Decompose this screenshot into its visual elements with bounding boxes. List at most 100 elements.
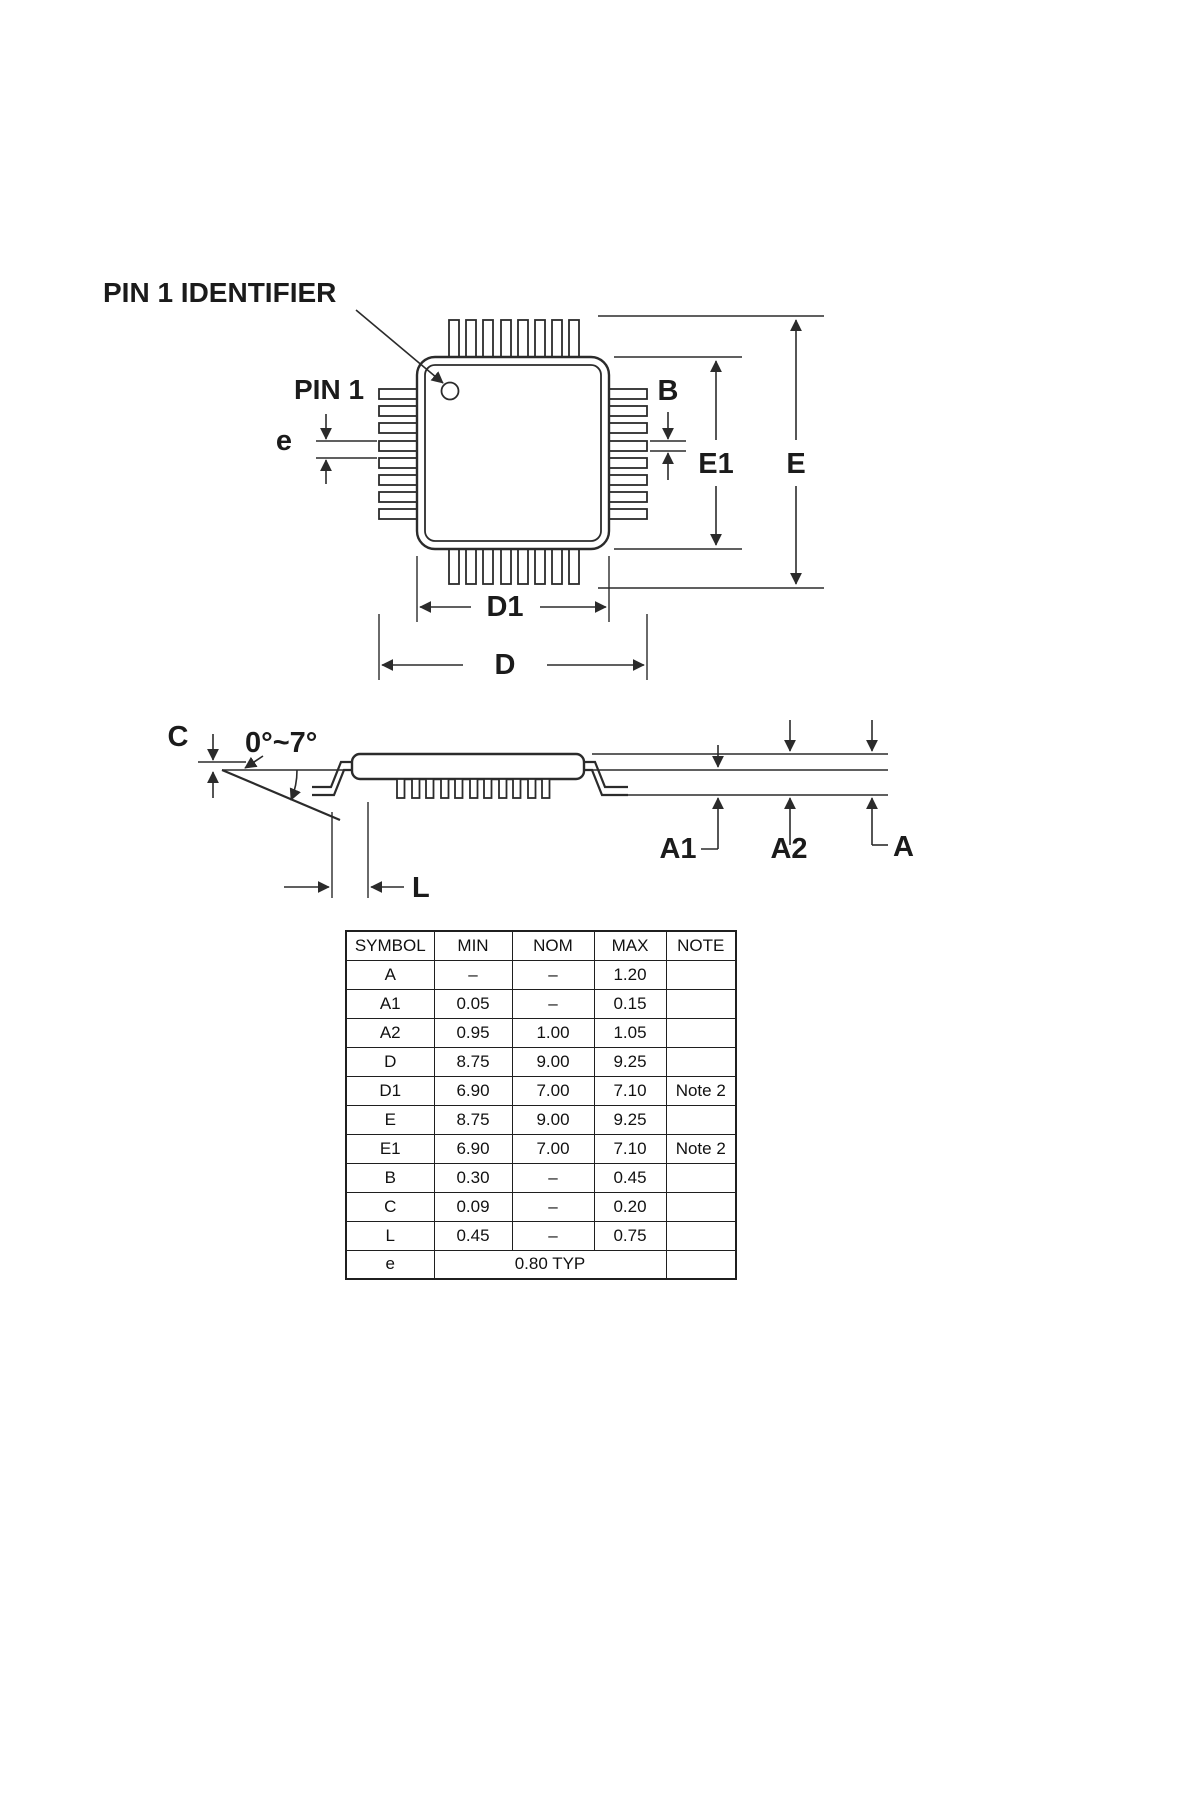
cell-nom: 7.00 [511,1133,595,1164]
dim-a: A [866,720,914,863]
cell-max: 0.20 [593,1191,667,1222]
table-row-a2: A2 0.95 1.00 1.05 [345,1017,737,1048]
dim-l: L [284,802,430,904]
package-body [415,355,611,551]
table-header-row: SYMBOL MIN NOM MAX NOTE [345,930,737,961]
cell-min: 0.45 [433,1220,513,1251]
dim-e-overall: E [598,315,824,589]
dim-c: C [168,721,246,798]
side-leads [396,778,551,799]
cell-symbol: A1 [345,988,435,1019]
dim-d1-label: D1 [486,591,523,623]
dim-e1-label: E1 [698,448,733,480]
cell-note [665,988,737,1019]
table-row-e: E 8.75 9.00 9.25 [345,1104,737,1135]
lead-angle-line [221,768,341,822]
angle-arc-arrow [289,769,301,801]
bottom-pins [448,545,580,585]
cell-max: 0.75 [593,1220,667,1251]
table-row-c: C 0.09 – 0.20 [345,1191,737,1222]
cell-max: 9.25 [593,1104,667,1135]
table-row-a1: A1 0.05 – 0.15 [345,988,737,1019]
pin1-identifier-leader-arrow [355,309,444,384]
cell-min: 8.75 [433,1046,513,1077]
cell-pitch-value: 0.80 TYP [433,1249,667,1280]
cell-nom: – [511,1162,595,1193]
cell-note: Note 2 [665,1133,737,1164]
table-row-d: D 8.75 9.00 9.25 [345,1046,737,1077]
cell-max: 0.15 [593,988,667,1019]
dim-e1: E1 [614,356,742,550]
cell-nom: – [511,1191,595,1222]
cell-nom: 1.00 [511,1017,595,1048]
cell-symbol: D1 [345,1075,435,1106]
dim-a1-label: A1 [659,833,696,865]
col-header-max: MAX [593,930,667,961]
right-pins [608,388,648,520]
cell-note: Note 2 [665,1075,737,1106]
dim-b-label: B [658,375,679,407]
cell-symbol: A2 [345,1017,435,1048]
dim-a2: A2 [770,720,808,865]
cell-symbol: D [345,1046,435,1077]
cell-nom: – [511,988,595,1019]
cell-max: 7.10 [593,1133,667,1164]
angle-label: 0°~7° [245,727,317,759]
cell-note [665,1017,737,1048]
dim-d1: D1 [416,556,610,623]
cell-note [665,1220,737,1251]
table-row-b: B 0.30 – 0.45 [345,1162,737,1193]
dim-d: D [378,614,648,681]
cell-nom: – [511,959,595,990]
cell-max: 9.25 [593,1046,667,1077]
cell-min: 6.90 [433,1075,513,1106]
dim-e-label: e [276,425,292,457]
table-row-e1: E1 6.90 7.00 7.10 Note 2 [345,1133,737,1164]
side-view: C 0°~7° L A1 A2 [168,720,914,904]
pin1-label: PIN 1 [294,374,364,405]
top-view: PIN 1 IDENTIFIER PIN 1 e B E1 [103,277,824,681]
left-gullwing-lead [312,760,352,797]
dim-e-overall-label: E [786,448,805,480]
cell-symbol: B [345,1162,435,1193]
dim-c-label: C [168,721,189,753]
cell-min: 8.75 [433,1104,513,1135]
dim-angle: 0°~7° [244,727,317,769]
table-row-d1: D1 6.90 7.00 7.10 Note 2 [345,1075,737,1106]
dim-a2-label: A2 [770,833,807,865]
dim-a1: A1 [659,745,724,865]
table-row-l: L 0.45 – 0.75 [345,1220,737,1251]
col-header-nom: NOM [511,930,595,961]
cell-nom: – [511,1220,595,1251]
right-gullwing-lead [584,760,628,797]
cell-symbol: E1 [345,1133,435,1164]
cell-max: 0.45 [593,1162,667,1193]
col-header-symbol: SYMBOL [345,930,435,961]
cell-nom: 9.00 [511,1104,595,1135]
cell-symbol: E [345,1104,435,1135]
col-header-note: NOTE [665,930,737,961]
package-body-inner-edge [424,364,602,542]
dim-l-label: L [412,872,430,904]
cell-symbol: e [345,1249,435,1280]
cell-max: 1.05 [593,1017,667,1048]
cell-min: 0.09 [433,1191,513,1222]
pin1-identifier-dot [440,381,460,401]
col-header-min: MIN [433,930,513,961]
cell-note [665,1249,737,1280]
cell-note [665,1046,737,1077]
cell-note [665,959,737,990]
cell-max: 1.20 [593,959,667,990]
cell-nom: 9.00 [511,1046,595,1077]
table-row-pitch-e: e 0.80 TYP [345,1249,737,1280]
pin1-identifier-label: PIN 1 IDENTIFIER [103,277,336,308]
cell-symbol: C [345,1191,435,1222]
cell-note [665,1162,737,1193]
dim-a-label: A [893,831,914,863]
cell-min: 0.05 [433,988,513,1019]
dim-d-label: D [495,649,516,681]
side-body [350,752,586,781]
dimension-table: SYMBOL MIN NOM MAX NOTE A – – 1.20 A1 0.… [345,930,737,1280]
cell-min: 0.95 [433,1017,513,1048]
